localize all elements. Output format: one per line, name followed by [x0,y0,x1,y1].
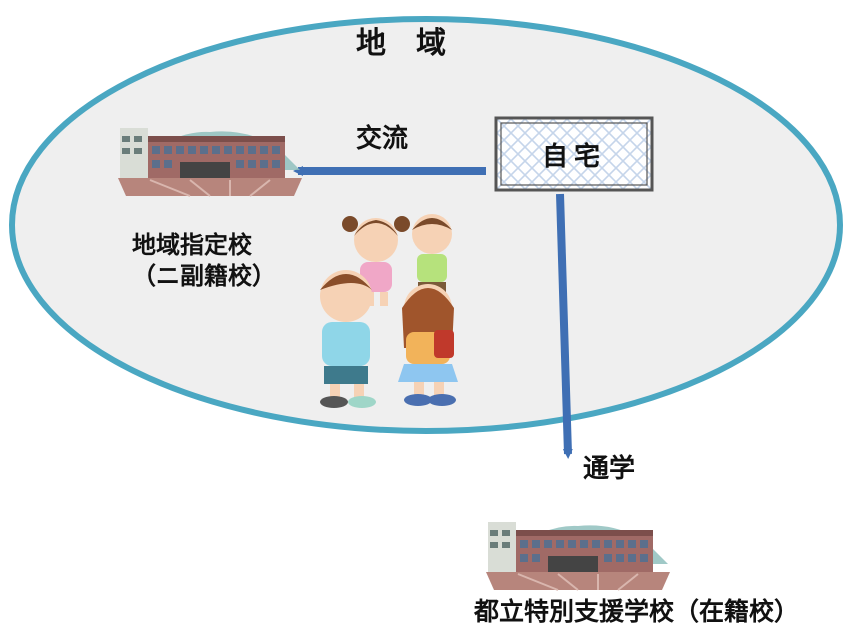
home-label: 自宅 [541,141,606,172]
home-box [494,116,654,192]
school-building-icon [117,127,303,197]
children-group-illustration [320,214,458,408]
local-school-name: 地域指定校 [132,231,252,259]
local-school-sub: （ニ副籍校） [132,262,276,290]
region-title: 地域 [356,26,476,61]
special-school-name: 都立特別支援学校（在籍校） [474,597,800,626]
commute-arrow [556,193,573,459]
commute-label: 通学 [583,454,636,484]
school-building-icon [485,521,671,591]
exchange-label: 交流 [356,124,409,154]
